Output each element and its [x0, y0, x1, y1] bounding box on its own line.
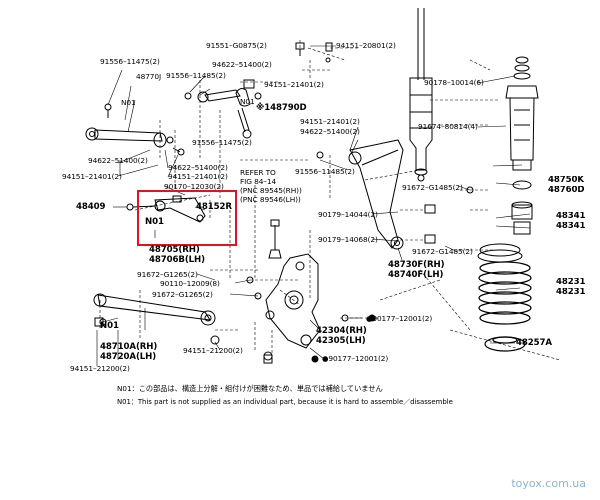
shock-absorber: [409, 8, 433, 182]
part-label[interactable]: 91672–G1485(2): [412, 247, 473, 256]
part-label[interactable]: 94622–51400(2): [212, 60, 272, 69]
coil-spring: [478, 261, 532, 352]
part-label[interactable]: 94151–21401(2): [168, 172, 228, 181]
upper-arm-148790D: [184, 79, 262, 139]
part-label[interactable]: 42305(LH): [316, 336, 366, 346]
part-label[interactable]: 94622–51400(2): [88, 156, 148, 165]
reference-note: REFER TO: [240, 168, 276, 177]
reference-bolt: [268, 219, 282, 259]
note-label-n01: N01: [240, 97, 255, 106]
strut-assembly: [477, 56, 539, 263]
part-label[interactable]: 94151–20801(2): [336, 41, 396, 50]
leader-lines: [96, 45, 531, 366]
note-label-n01: N01: [121, 98, 136, 107]
part-label[interactable]: 48706B(LH): [149, 255, 205, 265]
part-label-text: 48750K: [548, 176, 584, 185]
part-label[interactable]: ●90177–12001(2): [366, 314, 433, 323]
part-label[interactable]: ●90177–12001(2): [322, 354, 389, 363]
note-label-n01: N01: [100, 321, 119, 331]
part-label[interactable]: 91556–11485(2): [295, 167, 355, 176]
part-label[interactable]: 48760D: [548, 186, 600, 198]
part-label[interactable]: 48705(RH): [149, 245, 200, 255]
reference-note: (PNC 89546(LH)): [240, 195, 301, 204]
part-label[interactable]: 91672–G1265(2): [152, 290, 213, 299]
part-label[interactable]: 48730F(RH): [388, 260, 445, 270]
part-label[interactable]: 91672–G1265(2): [137, 270, 198, 279]
part-label[interactable]: 94622–51400(2): [300, 127, 360, 136]
part-label[interactable]: 94151–21401(2): [62, 172, 122, 181]
part-label[interactable]: 94151–21401(2): [264, 80, 324, 89]
note-label-n01: N01: [145, 217, 164, 227]
lower-arm-48710A: [93, 276, 262, 345]
part-label[interactable]: 91556–11475(2): [100, 57, 160, 66]
part-label[interactable]: 42304(RH): [316, 326, 367, 336]
part-label[interactable]: 90179–14044(2): [318, 210, 378, 219]
part-label[interactable]: 91672–G1485(2): [402, 183, 463, 192]
footnote-japanese: N01：この部品は、構造上分解・組付けが困難なため、単品では補給していません: [117, 384, 383, 393]
dashed-assembly-lines: [99, 40, 561, 361]
trailing-arm-48730F: [316, 139, 474, 250]
rear-knuckle-42304: [263, 253, 349, 361]
part-label[interactable]: 91551–G0875(2): [206, 41, 267, 50]
part-label[interactable]: 90179–14068(2): [318, 235, 378, 244]
part-label-text: 48341: [556, 222, 586, 231]
part-label[interactable]: 48740F(LH): [388, 270, 444, 280]
watermark: toyox.com.ua: [511, 477, 586, 490]
reference-note: (PNC 89545(RH)): [240, 186, 302, 195]
part-label[interactable]: 90170–12030(2): [164, 182, 224, 191]
part-label[interactable]: 48341: [556, 212, 600, 224]
part-label[interactable]: 48720A(LH): [100, 352, 157, 362]
part-label-text: 48231: [556, 288, 586, 297]
part-label[interactable]: 48257A: [516, 338, 552, 348]
part-label[interactable]: ※148790D: [256, 103, 307, 113]
part-label[interactable]: 94151–21200(2): [70, 364, 130, 373]
part-label[interactable]: 91556–11485(2): [166, 71, 226, 80]
part-label[interactable]: 91556–11475(2): [192, 138, 252, 147]
part-label-text: 48341: [556, 212, 586, 221]
highlight-frame: [137, 190, 237, 246]
lateral-link-48152R: [126, 195, 206, 223]
part-label[interactable]: 48231: [556, 288, 600, 300]
part-label[interactable]: 48409: [76, 202, 106, 212]
footnote-english: N01：This part is not supplied as an indi…: [117, 398, 453, 406]
part-label[interactable]: 94151–21401(2): [300, 117, 360, 126]
part-label[interactable]: 94622–51400(2): [168, 163, 228, 172]
small-nuts: [94, 314, 376, 364]
part-label-text: 48760D: [548, 186, 585, 195]
part-label[interactable]: 48152R: [196, 202, 232, 212]
part-label[interactable]: 48231: [556, 278, 600, 290]
reference-note: FIG 84–14: [240, 177, 277, 186]
part-label-text: 48231: [556, 278, 586, 287]
part-label[interactable]: 91674–80814(4): [418, 122, 478, 131]
top-bolts: [295, 42, 333, 63]
part-label[interactable]: 90178–10014(6): [424, 78, 484, 87]
part-label[interactable]: 48770J: [136, 72, 162, 81]
part-label[interactable]: 90110–12009(8): [160, 279, 220, 288]
part-label[interactable]: 48750K: [548, 176, 600, 188]
part-label[interactable]: 48710A(RH): [100, 342, 158, 352]
part-label[interactable]: 94151–21200(2): [183, 346, 243, 355]
upper-arm-48770J: [85, 103, 185, 156]
part-label[interactable]: 48341: [556, 222, 600, 234]
